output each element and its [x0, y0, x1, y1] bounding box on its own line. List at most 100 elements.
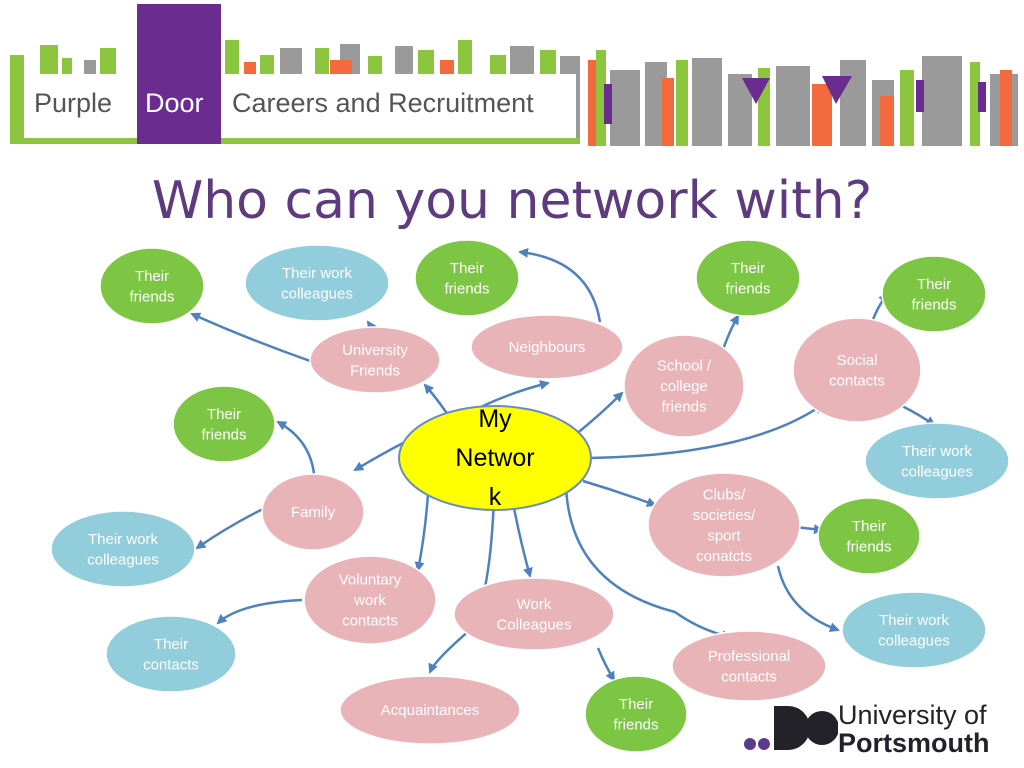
node-label-line: Family	[291, 504, 336, 521]
logo-word-purple: Purple	[34, 88, 113, 118]
node-label-line: Clubs/	[703, 486, 746, 503]
node-ellipse	[817, 497, 921, 575]
network-node: Their contacts	[105, 615, 237, 693]
node-ellipse	[244, 244, 390, 322]
logo-word-careers: Careers and Recruitment	[232, 88, 534, 118]
connector-arrow	[216, 598, 303, 625]
network-node: Their friends	[817, 497, 921, 575]
hub-ellipse	[398, 405, 592, 511]
connector-arrow	[574, 391, 624, 436]
node-ellipse	[339, 675, 521, 745]
university-logo-mark	[744, 706, 838, 750]
node-ellipse	[647, 472, 801, 578]
header-banner: Purple Door Careers and Recruitment	[0, 0, 1024, 150]
node-label-line: Neighbours	[509, 339, 586, 356]
node-ellipse	[303, 555, 437, 645]
node-ellipse	[584, 675, 688, 753]
node-label-line: colleagues	[901, 463, 973, 480]
connector-arrow	[776, 565, 840, 632]
node-label-line: friends	[846, 538, 891, 555]
node-label-line: Their work	[879, 612, 950, 629]
network-node: Their work colleagues	[50, 510, 196, 588]
node-label-line: Their	[450, 260, 484, 277]
node-ellipse	[172, 385, 276, 463]
hub-label-line: k	[489, 483, 502, 511]
node-label-line: contacts	[143, 656, 199, 673]
network-node: Neighbours	[470, 314, 624, 380]
node-label-line: friends	[201, 426, 246, 443]
node-label-line: Their	[135, 268, 169, 285]
node-label-line: contacts	[342, 613, 398, 630]
node-label-line: Their	[852, 518, 886, 535]
node-label-line: colleagues	[87, 551, 159, 568]
node-label-line: Colleagues	[496, 616, 571, 633]
node-label-line: Their work	[88, 531, 159, 548]
node-ellipse	[792, 317, 922, 423]
hub-label-line: My	[478, 405, 512, 433]
node-label-line: conatcts	[696, 548, 752, 565]
connector-arrow	[423, 383, 450, 416]
node-label-line: contacts	[721, 668, 777, 685]
node-label-line: Their	[731, 260, 765, 277]
node-label-line: Social	[837, 352, 878, 369]
connector-arrow	[353, 441, 404, 472]
node-label-line: Their work	[282, 265, 353, 282]
university-logo-line1: University of	[838, 700, 987, 730]
node-ellipse	[309, 326, 441, 394]
node-ellipse	[671, 630, 827, 702]
network-node: Voluntary work contacts	[303, 555, 437, 645]
node-label-line: friends	[911, 296, 956, 313]
node-ellipse	[864, 422, 1010, 500]
node-label-line: Professional	[708, 648, 791, 665]
node-label-line: Their work	[902, 443, 973, 460]
connector-arrow	[589, 403, 824, 460]
network-node: Professional contacts	[671, 630, 827, 702]
node-label-line: friends	[661, 399, 706, 416]
network-node: Acquaintances	[339, 675, 521, 745]
logo-word-door: Door	[145, 88, 204, 118]
connector-arrow	[276, 420, 316, 475]
node-label-line: friends	[725, 280, 770, 297]
node-label-line: work	[353, 592, 386, 609]
node-ellipse	[105, 615, 237, 693]
node-label-line: Their	[619, 696, 653, 713]
node-ellipse	[623, 334, 745, 438]
node-label-line: sport	[707, 527, 741, 544]
connector-arrow	[901, 404, 936, 427]
node-ellipse	[99, 247, 205, 325]
connector-arrow	[720, 314, 740, 353]
network-node: Family	[261, 473, 365, 551]
node-label-line: Acquaintances	[381, 702, 479, 719]
node-ellipse	[453, 577, 615, 651]
network-node: Their work colleagues	[244, 244, 390, 322]
node-label-line: friends	[444, 280, 489, 297]
node-label-line: Their	[207, 406, 241, 423]
logo-door-block	[137, 4, 221, 144]
node-ellipse	[50, 510, 196, 588]
node-label-line: friends	[613, 716, 658, 733]
connector-arrow	[582, 479, 657, 507]
logo-backdrop	[24, 74, 576, 138]
node-label-line: colleagues	[281, 285, 353, 302]
node-label-line: contacts	[829, 372, 885, 389]
node-label-line: Their	[154, 636, 188, 653]
network-node: Their friends	[414, 239, 520, 317]
connector-arrow	[596, 647, 616, 682]
network-node: Their work colleagues	[864, 422, 1010, 500]
node-ellipse	[841, 591, 987, 669]
connector-arrow	[195, 506, 266, 550]
node-ellipse	[414, 239, 520, 317]
node-label-line: college	[660, 378, 708, 395]
node-label-line: Voluntary	[339, 572, 402, 589]
connector-arrow	[414, 493, 430, 572]
connector-arrow	[518, 247, 602, 323]
network-node: Their friends	[584, 675, 688, 753]
